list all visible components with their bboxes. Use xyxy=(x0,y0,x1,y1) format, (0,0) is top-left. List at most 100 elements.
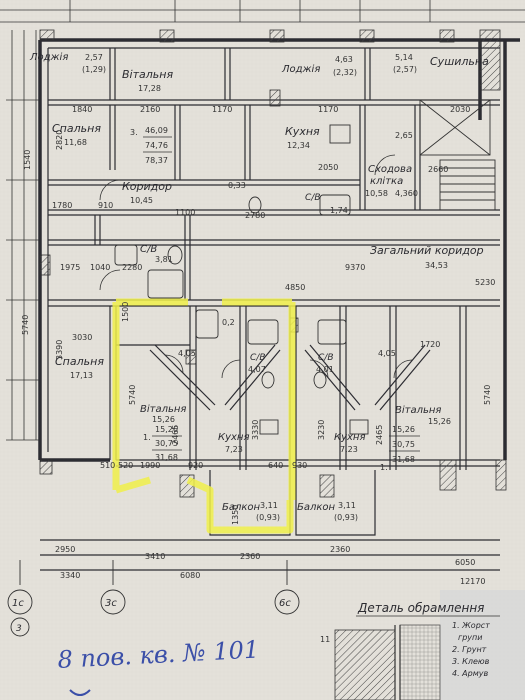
bathroom-top2-area: 1,74 xyxy=(330,206,348,215)
stairwell-label-1: Сходова xyxy=(368,164,412,175)
drying-room-area: 5,14 xyxy=(395,53,413,62)
stairwell-height: 4,360 xyxy=(395,189,418,198)
dim-3330: 3330 xyxy=(251,420,260,440)
dim-1840: 1840 xyxy=(72,105,92,114)
apt3-living-area: 46,09 xyxy=(145,126,168,135)
kitchen-left-label: Кухня xyxy=(218,432,250,443)
dim-2465-b: 2465 xyxy=(375,425,384,445)
hall-left-area: 4,05 xyxy=(178,349,196,358)
dim-5740-left: 5740 xyxy=(21,315,30,335)
kitchen-right-area: 7,23 xyxy=(340,445,358,454)
kitchen-left-area: 7,23 xyxy=(225,445,243,454)
staircase xyxy=(419,99,496,211)
loggia-mid-label: Лоджія xyxy=(281,63,320,75)
apt1-left-full-area: 31,68 xyxy=(155,453,178,462)
apt1-left-total-area: 30,75 xyxy=(155,439,178,448)
balcony-left-area: 3,11 xyxy=(260,501,278,510)
kitchen-top-label: Кухня xyxy=(285,125,320,138)
dim-2465-a: 2465 xyxy=(171,425,180,445)
detail-legend-1b: групи xyxy=(458,633,482,642)
dim-1040: 1040 xyxy=(90,263,110,272)
apt1-right-full-area: 31,68 xyxy=(392,455,415,464)
dim-12170: 12170 xyxy=(460,577,485,586)
dim-2780: 2780 xyxy=(245,211,265,220)
dim-2360-b: 2360 xyxy=(330,545,350,554)
apt1-left-number: 1. xyxy=(143,433,151,442)
apt1-right-total-area: 30,75 xyxy=(392,440,415,449)
apt1-left-living-area: 15,26 xyxy=(155,425,178,434)
apt1-right-living-area: 15,26 xyxy=(392,425,415,434)
bathroom-top-area: 3,81 xyxy=(155,255,173,264)
living-room-left-area: 15,26 xyxy=(152,415,175,424)
dim-2950: 2950 xyxy=(55,545,75,554)
dim-5740-right: 5740 xyxy=(483,385,492,405)
bathroom-top2-label: С/В xyxy=(305,193,321,203)
loggia-mid-area: 4,63 xyxy=(335,55,353,64)
dim-1500: 1500 xyxy=(121,302,130,322)
hatched-columns xyxy=(39,29,507,498)
apt3-number: 3. xyxy=(130,128,138,137)
dim-1990: 1990 xyxy=(140,461,160,470)
dim-3340: 3340 xyxy=(60,571,80,580)
dim-910: 910 xyxy=(98,201,113,210)
dim-3390: 3390 xyxy=(55,340,64,360)
balcony-left-label: Балкон xyxy=(222,502,261,513)
dim-1170-b: 1170 xyxy=(318,105,338,114)
dim-1780: 1780 xyxy=(52,201,72,210)
apt3-full-area: 78,37 xyxy=(145,156,168,165)
dim-640: 640 xyxy=(268,461,283,470)
axis-6c: 6с xyxy=(279,598,291,609)
detail-legend-3: 3. Клеюв xyxy=(452,657,490,666)
axis-3: 3 xyxy=(16,624,22,634)
bedroom-top-label: Спальня xyxy=(52,122,101,135)
dim-1540: 1540 xyxy=(23,150,32,170)
dim-2050: 2050 xyxy=(318,163,338,172)
top-axis-line xyxy=(0,0,525,23)
detail-title: Деталь обрамлення xyxy=(357,601,484,615)
balcony-right-area2: (0,93) xyxy=(334,513,358,522)
living-room-top-area: 17,28 xyxy=(138,84,161,93)
niche-left-area: 0,2 xyxy=(222,318,235,327)
dim-1170-a: 1170 xyxy=(212,105,232,114)
balcony-left-area2: (0,93) xyxy=(256,513,280,522)
common-corridor-area: 34,53 xyxy=(425,261,448,270)
axis-markers xyxy=(7,560,300,637)
detail-legend-2: 2. Грунт xyxy=(452,645,487,654)
bathroom-top-label: С/В xyxy=(140,244,157,255)
dim-520: 520 xyxy=(118,461,133,470)
bathroom-right-area: 4,01 xyxy=(316,365,334,374)
dim-3230: 3230 xyxy=(317,420,326,440)
loggia-mid-area2: (2,32) xyxy=(333,68,357,77)
corridor-area: 10,45 xyxy=(130,196,153,205)
stairwell-area: 10,58 xyxy=(365,189,388,198)
living-room-left-label: Вітальня xyxy=(140,403,186,415)
dim-6080: 6080 xyxy=(180,571,200,580)
common-corridor-label: Загальний коридор xyxy=(370,244,484,257)
dim-3410: 3410 xyxy=(145,552,165,561)
loggia-left-area: 2,57 xyxy=(85,53,103,62)
fixtures xyxy=(114,124,369,435)
living-room-right-area: 15,26 xyxy=(428,417,451,426)
balcony-right-label: Балкон xyxy=(297,502,336,513)
detail-legend-4: 4. Армув xyxy=(452,669,488,678)
bathroom-left-label: С/В xyxy=(250,353,266,363)
dim-2820: 2820 xyxy=(55,130,64,150)
dim-5230: 5230 xyxy=(475,278,495,287)
dimension-labels: 5740 3390 3030 5740 5740 4850 9370 5230 … xyxy=(21,105,495,586)
dim-1100: 1100 xyxy=(175,208,195,217)
dim-1350: 1350 xyxy=(231,505,240,525)
bathroom-left-area: 4,07 xyxy=(248,365,266,374)
dim-5740-mid: 5740 xyxy=(128,385,137,405)
corridor-label: Коридор xyxy=(122,180,172,193)
balcony-right-area: 3,11 xyxy=(338,501,356,510)
dim-1975: 1975 xyxy=(60,263,80,272)
bedroom-left-area: 17,13 xyxy=(70,371,93,380)
axis-1c: 1с xyxy=(12,598,24,609)
stairwell-label-2: клітка xyxy=(370,175,403,187)
detail-number: 11 xyxy=(320,635,330,644)
dim-930: 930 xyxy=(292,461,307,470)
dim-2030: 2030 xyxy=(450,105,470,114)
kitchen-right-label: Кухня xyxy=(334,432,366,443)
